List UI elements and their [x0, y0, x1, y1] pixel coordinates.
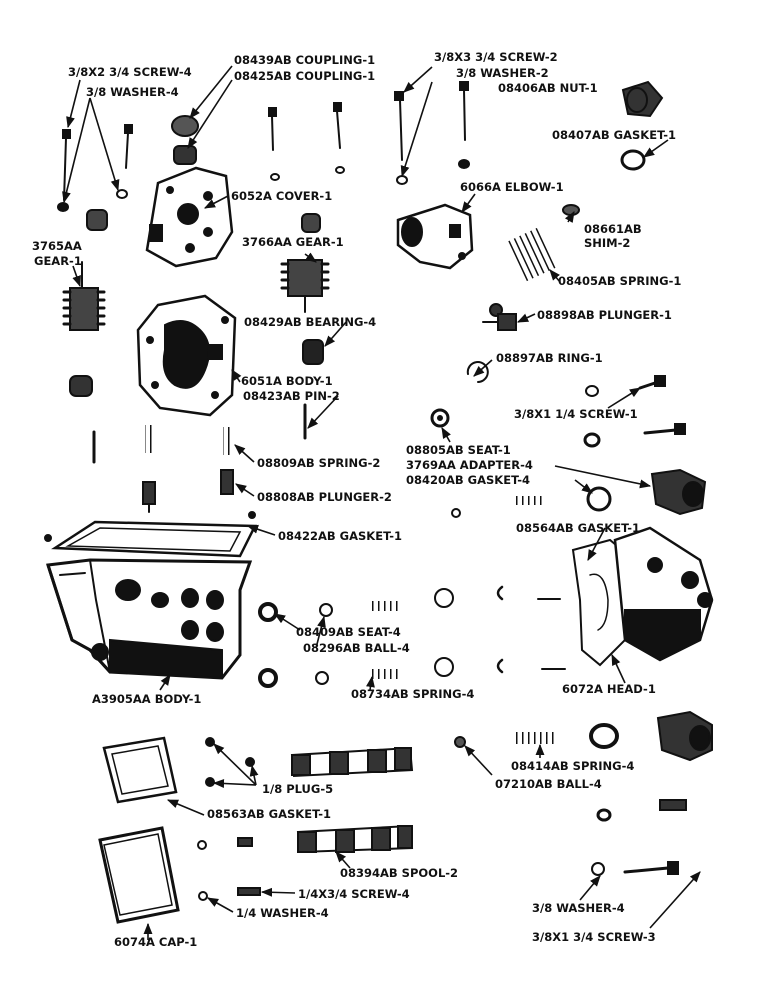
label-seat-08805: 08805AB SEAT-1: [406, 443, 511, 457]
long-screw-left: [62, 129, 71, 201]
label-washer-3-8-c: 3/8 WASHER-4: [532, 901, 625, 915]
ball-08296ab: [315, 603, 333, 685]
spring-08809: [145, 425, 233, 455]
spool-upper: [290, 746, 414, 778]
plunger-08898ab: [482, 303, 517, 331]
bearing-top: [69, 209, 324, 397]
gasket-lower-right: [589, 710, 713, 876]
label-spring-08414: 08414AB SPRING-4: [511, 759, 634, 773]
label-adapter-3769: 3769AA ADAPTER-4: [406, 458, 533, 472]
label-elbow-6066: 6066A ELBOW-1: [460, 180, 564, 194]
label-washer-3-8-a: 3/8 WASHER-4: [86, 85, 179, 99]
label-screw-3-8x3-3-4: 3/8X3 3/4 SCREW-2: [434, 50, 558, 64]
elbow-6066a: [396, 203, 474, 270]
plunger-08808: [142, 469, 234, 513]
label-gear-3766: 3766AA GEAR-1: [242, 235, 344, 249]
label-spring-08734: 08734AB SPRING-4: [351, 687, 474, 701]
label-coupling-08425: 08425AB COUPLING-1: [234, 69, 375, 83]
label-washer-3-8-b: 3/8 WASHER-2: [456, 66, 549, 80]
label-spool-08394: 08394AB SPOOL-2: [340, 866, 458, 880]
coupling-lower: [173, 145, 197, 165]
coupling-upper: [171, 115, 199, 137]
label-spring-08809: 08809AB SPRING-2: [257, 456, 380, 470]
seat-08805ab: [430, 408, 450, 428]
label-gasket-08422: 08422AB GASKET-1: [278, 529, 402, 543]
label-plunger-08898: 08898AB PLUNGER-1: [537, 308, 672, 322]
label-body-a3905: A3905AA BODY-1: [92, 692, 201, 706]
body-a3905aa: [46, 558, 253, 680]
screw-mid-1: [268, 107, 280, 181]
spring-08414ab: [454, 732, 554, 748]
gear-3766aa: [280, 259, 330, 313]
gasket-08422ab: [44, 511, 257, 558]
label-nut-08406: 08406AB NUT-1: [498, 81, 598, 95]
label-coupling-08439: 08439AB COUPLING-1: [234, 53, 375, 67]
spring-08405ab: [507, 226, 559, 282]
label-gasket-08420: 08420AB GASKET-4: [406, 473, 530, 487]
cap-6074a: [98, 826, 180, 924]
washer-screw-1-4: [198, 887, 261, 901]
label-screw-3-8x2-3-4: 3/8X2 3/4 SCREW-4: [68, 65, 192, 79]
nut-08406ab: [621, 80, 664, 118]
label-cap-6074: 6074A CAP-1: [114, 935, 197, 949]
long-screw-left-2: [124, 124, 133, 169]
body-6051a: [136, 294, 237, 417]
gear-3765aa: [62, 261, 106, 331]
plugs-1-8: [197, 737, 255, 850]
label-plug-1-8: 1/8 PLUG-5: [262, 782, 333, 796]
label-gasket-08564: 08564AB GASKET-1: [516, 521, 640, 535]
label-screw-1-4x3-4: 1/4X3/4 SCREW-4: [298, 887, 410, 901]
cover-6052a: [145, 166, 234, 268]
screw-right-mid: [583, 375, 686, 448]
screw-right-long: [394, 81, 470, 185]
label-screw-3-8x1-3-4: 3/8X1 3/4 SCREW-3: [532, 930, 656, 944]
label-pin-08423: 08423AB PIN-2: [243, 389, 340, 403]
label-gear-3765-b: GEAR-1: [34, 254, 82, 268]
label-gasket-08407: 08407AB GASKET-1: [552, 128, 676, 142]
label-seat-08409: 08409AB SEAT-4: [296, 625, 401, 639]
label-head-6072: 6072A HEAD-1: [562, 682, 656, 696]
label-bearing-08429: 08429AB BEARING-4: [244, 315, 376, 329]
ring-08897ab: [466, 361, 489, 383]
label-cover-6052: 6052A COVER-1: [231, 189, 332, 203]
pin-left: [92, 403, 307, 464]
label-washer-1-4: 1/4 WASHER-4: [236, 906, 329, 920]
head-6072a: [571, 526, 714, 667]
label-gasket-08563: 08563AB GASKET-1: [207, 807, 331, 821]
label-ball-08296: 08296AB BALL-4: [303, 641, 410, 655]
gasket-08407ab: [620, 149, 646, 171]
label-gear-3765-a: 3765AA: [32, 239, 82, 253]
label-ball-07210: 07210AB BALL-4: [495, 777, 602, 791]
label-body-6051: 6051A BODY-1: [241, 374, 333, 388]
label-ring-08897: 08897AB RING-1: [496, 351, 603, 365]
label-shim-08661-a: 08661AB: [584, 222, 642, 236]
label-spring-08405: 08405AB SPRING-1: [558, 274, 681, 288]
washer-left: [57, 189, 128, 212]
label-plunger-08808: 08808AB PLUNGER-2: [257, 490, 392, 504]
seat-08409ab: [258, 602, 278, 688]
ring-gasket-row: [434, 585, 566, 677]
label-shim-08661-b: SHIM-2: [584, 236, 630, 250]
label-screw-3-8x1-1-4: 3/8X1 1/4 SCREW-1: [514, 407, 638, 421]
gasket-08563ab: [102, 736, 178, 804]
adapter-3769aa: [650, 468, 707, 516]
spring-08734ab: [372, 601, 402, 679]
shim-08661ab: [562, 204, 580, 216]
gasket-08420ab: [451, 486, 612, 518]
spool-08394ab: [296, 824, 414, 854]
screw-mid-2: [333, 102, 345, 174]
